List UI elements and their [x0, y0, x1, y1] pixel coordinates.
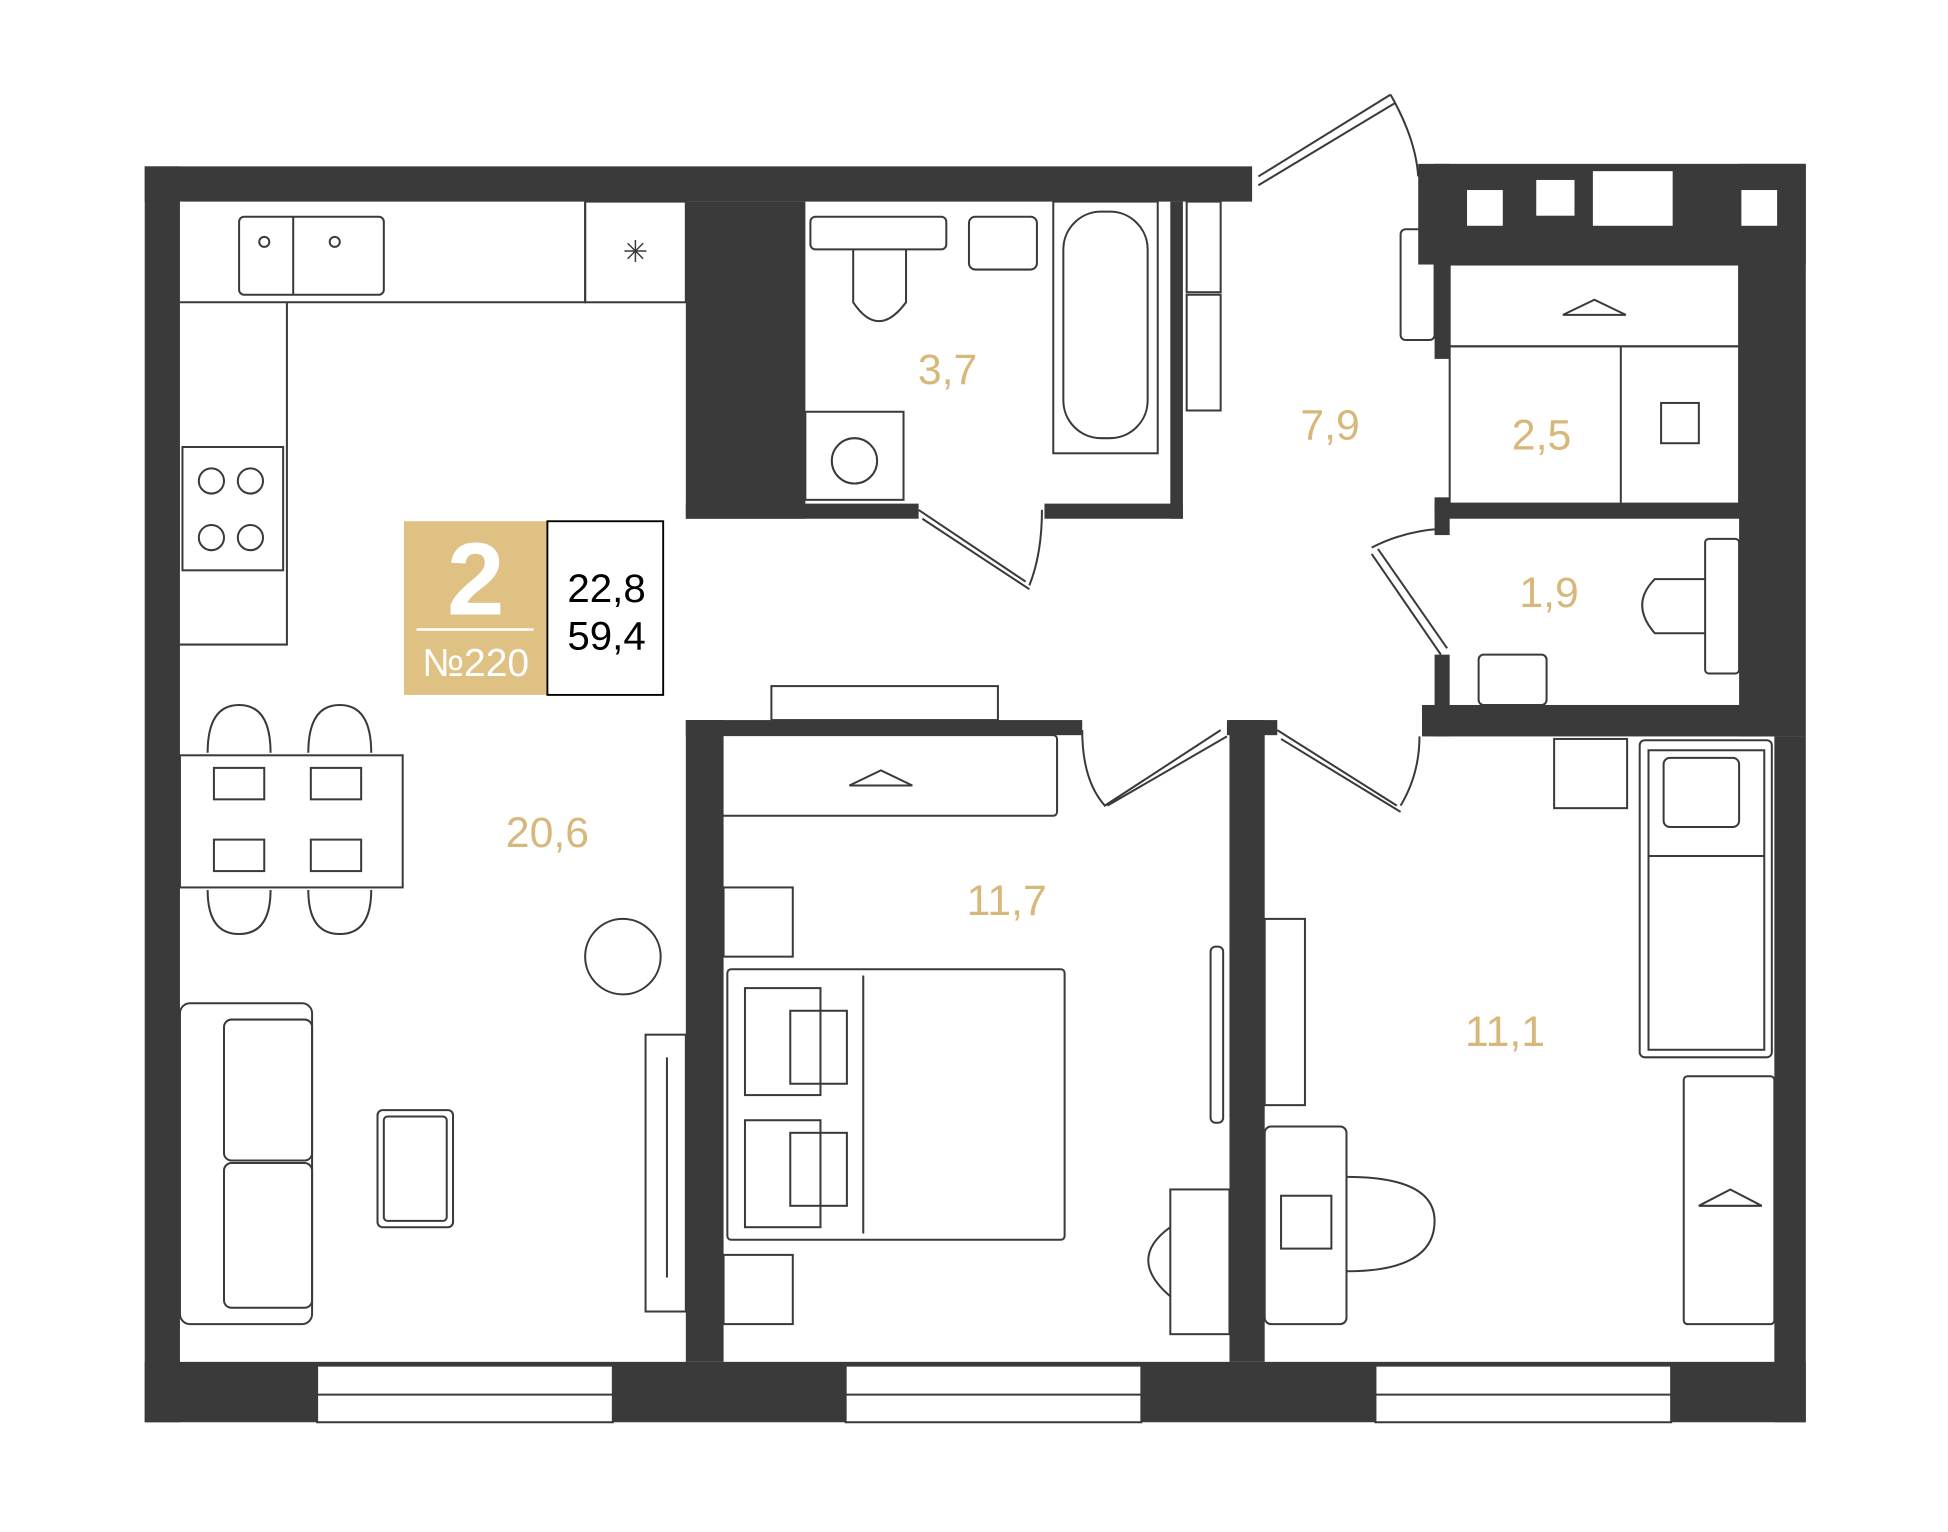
- area-bathroom: 3,7: [918, 346, 977, 394]
- area-kitchen-living: 20,6: [506, 809, 589, 857]
- area-toilet: 1,9: [1519, 569, 1578, 617]
- doors: [918, 93, 1448, 813]
- area-hallway: 7,9: [1300, 401, 1359, 449]
- apartment-number: №220: [422, 642, 529, 685]
- kitchen-furniture: ✳: [178, 200, 687, 1326]
- total-area: 59,4: [567, 614, 645, 659]
- windows: [316, 169, 1780, 1424]
- bedroom-2-furniture: [1263, 737, 1776, 1326]
- bathroom-fixtures: [703, 200, 1222, 503]
- svg-text:✳: ✳: [623, 235, 648, 270]
- living-area: 22,8: [567, 566, 645, 611]
- area-bedroom-2: 11,1: [1465, 1008, 1545, 1056]
- area-storage: 2,5: [1512, 412, 1571, 460]
- storage-fixtures: [1399, 228, 1741, 706]
- area-bedroom-1: 11,7: [967, 877, 1047, 925]
- rooms-count: 2: [447, 521, 504, 636]
- bedroom-1-furniture: [703, 685, 1231, 1336]
- apartment-badge: 2 №220 22,8 59,4: [403, 520, 665, 696]
